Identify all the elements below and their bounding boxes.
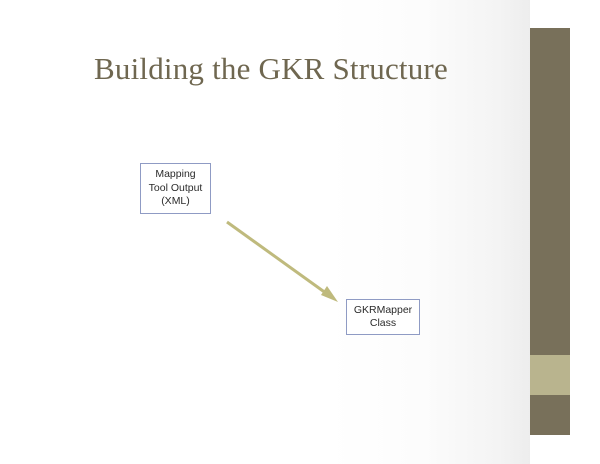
node-gkrmapper-class[interactable]: GKRMapper Class [346,299,420,335]
sidebar-band-light [530,355,570,395]
sidebar-band-dark-bottom [530,395,570,435]
sidebar-band-dark-top [530,28,570,355]
node-label: GKRMapper Class [353,303,413,330]
node-label: Mapping Tool Output (XML) [148,168,203,208]
page-title: Building the GKR Structure [94,51,448,86]
decorative-sidebar [530,28,570,435]
node-mapping-tool-output[interactable]: Mapping Tool Output (XML) [140,163,211,214]
